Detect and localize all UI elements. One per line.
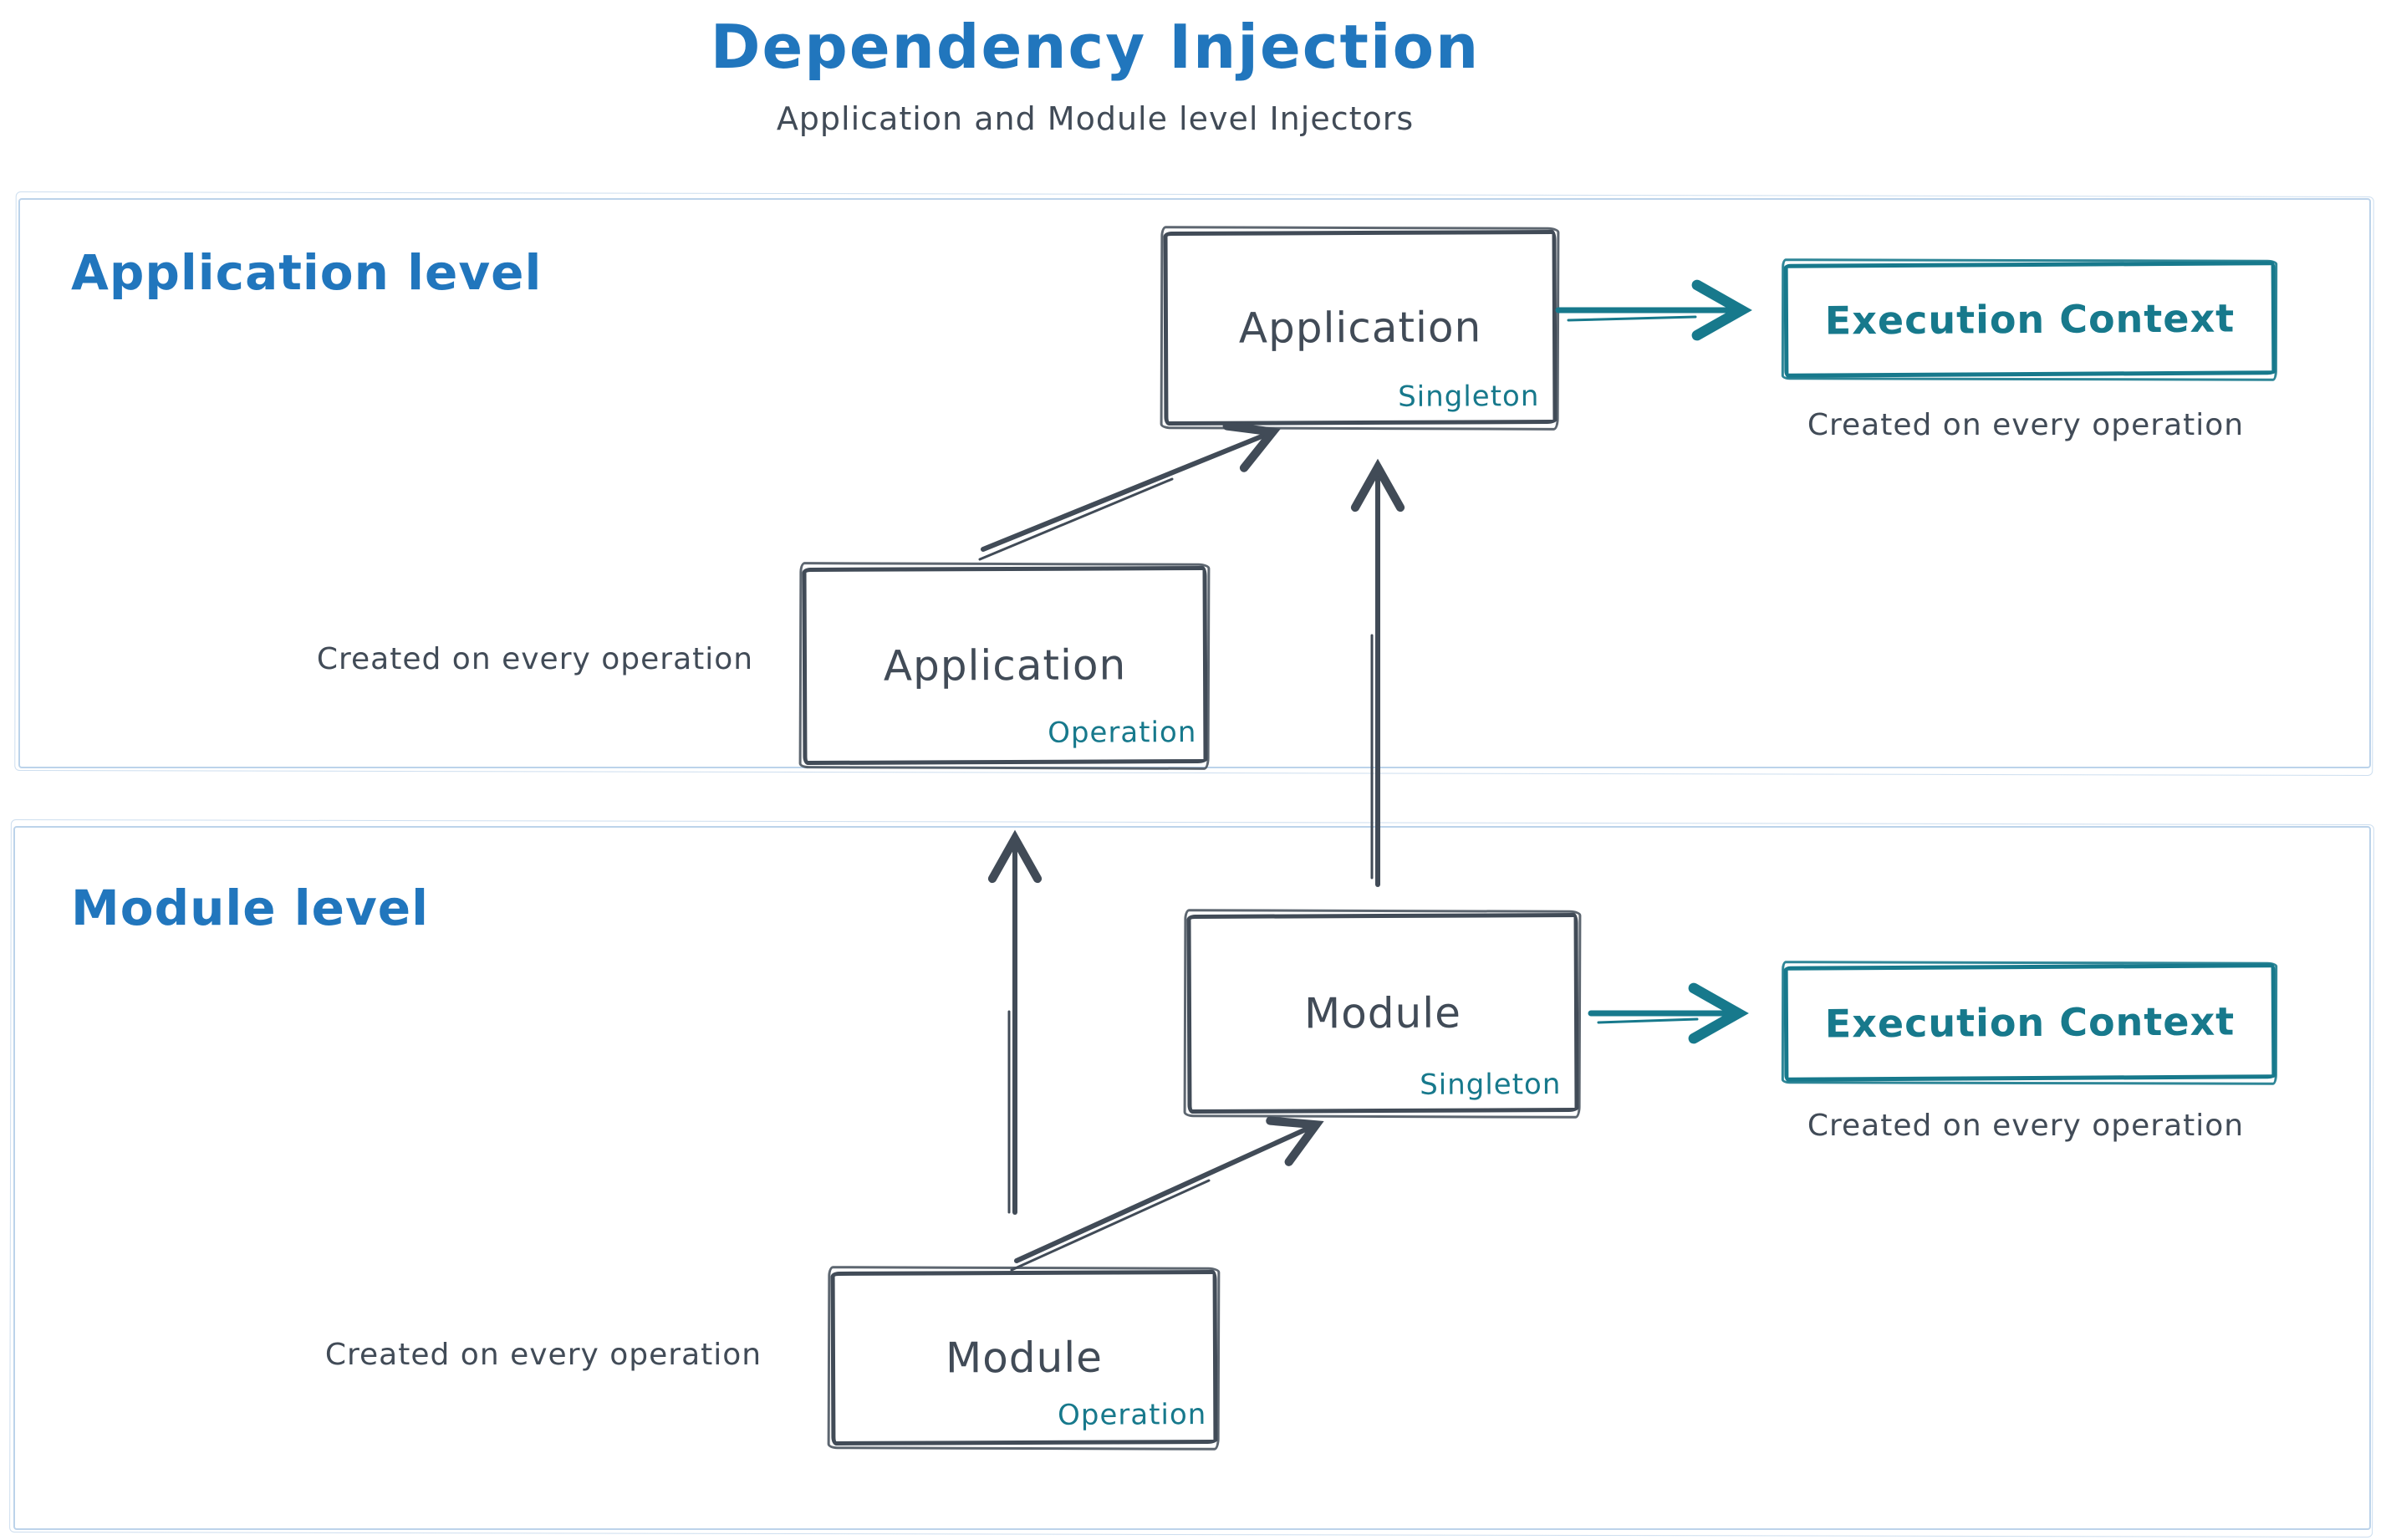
- module-singleton-box: Module Singleton: [1186, 912, 1579, 1114]
- application-operation-scope-label: Operation: [1048, 716, 1197, 750]
- module-execution-caption: Created on every operation: [1807, 1109, 2245, 1143]
- application-singleton-scope-label: Singleton: [1398, 380, 1540, 414]
- module-operation-title: Module: [945, 1333, 1104, 1383]
- module-level-label: Module level: [71, 880, 430, 936]
- application-execution-context-box: Execution Context: [1783, 261, 2276, 378]
- application-singleton-title: Application: [1238, 303, 1482, 353]
- application-level-section: [18, 198, 2371, 768]
- application-level-label: Application level: [71, 244, 543, 301]
- application-operation-title: Application: [883, 640, 1127, 691]
- application-singleton-box: Application Singleton: [1163, 229, 1558, 426]
- application-execution-context-title: Execution Context: [1824, 295, 2236, 344]
- module-level-section: [13, 826, 2371, 1530]
- application-execution-caption: Created on every operation: [1807, 408, 2245, 442]
- module-operation-scope-label: Operation: [1058, 1398, 1207, 1432]
- module-operation-box: Module Operation: [830, 1269, 1218, 1446]
- module-singleton-title: Module: [1303, 988, 1462, 1038]
- module-execution-context-title: Execution Context: [1824, 998, 2236, 1047]
- module-singleton-scope-label: Singleton: [1420, 1068, 1562, 1102]
- page-title: Dependency Injection: [710, 12, 1481, 82]
- page-subtitle: Application and Module level Injectors: [776, 100, 1415, 137]
- application-operation-box: Application Operation: [802, 565, 1208, 766]
- application-operation-caption: Created on every operation: [316, 642, 754, 676]
- diagram-header: Dependency Injection Application and Mod…: [0, 0, 2190, 137]
- module-execution-context-box: Execution Context: [1783, 963, 2276, 1082]
- module-operation-caption: Created on every operation: [324, 1338, 762, 1372]
